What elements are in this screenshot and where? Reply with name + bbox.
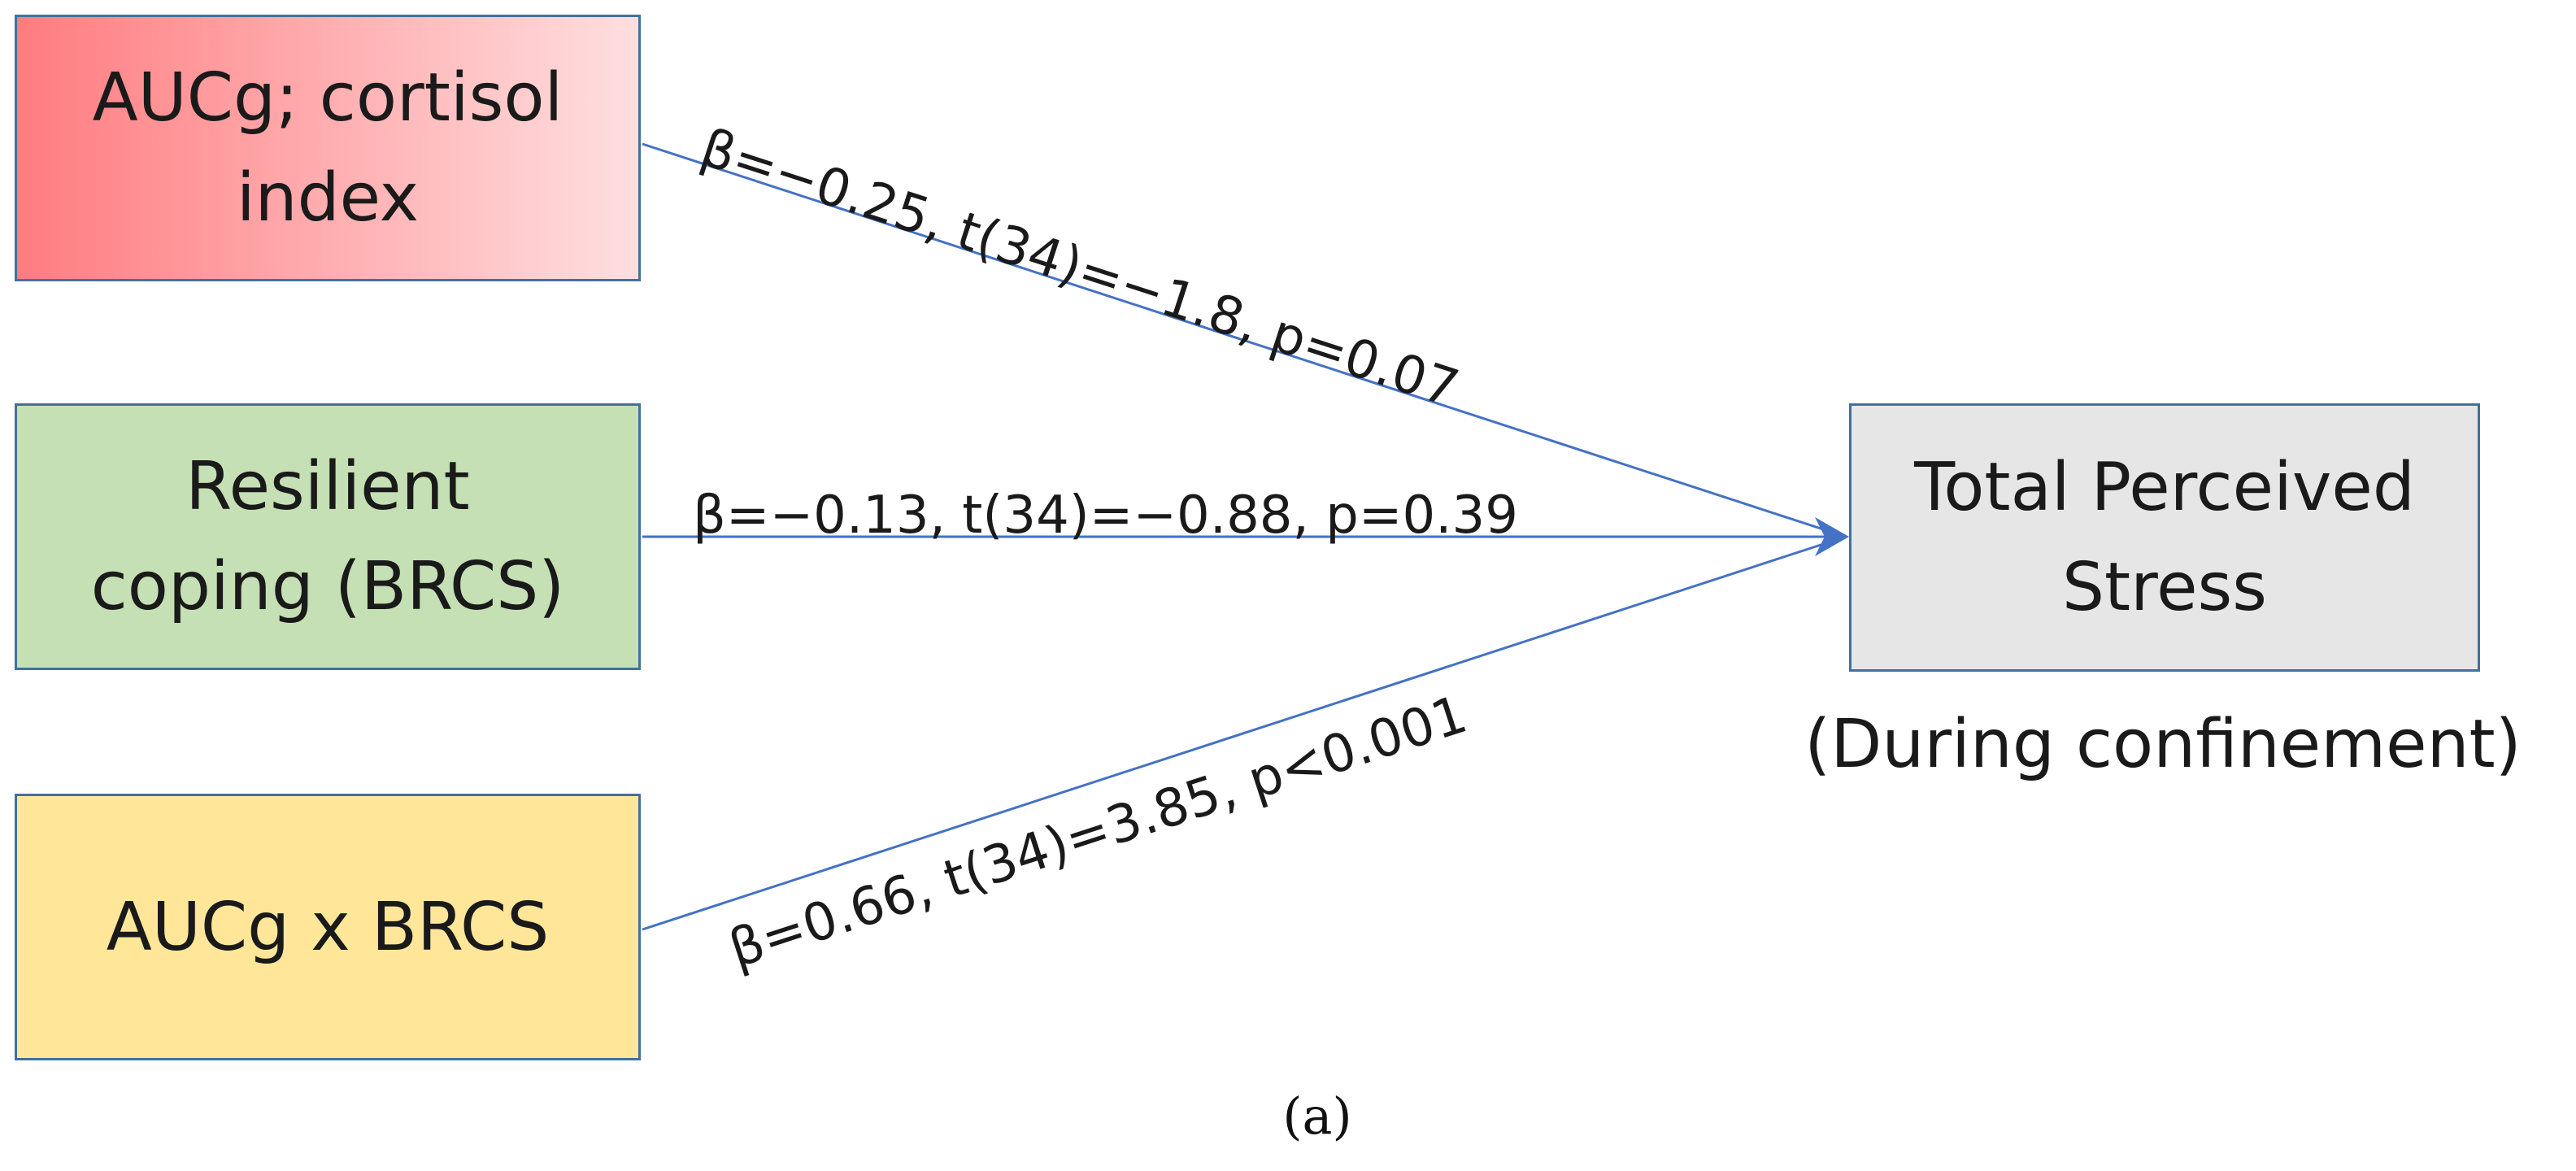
interaction-term-label: AUCg x BRCS — [106, 888, 550, 966]
cortisol-index-box: AUCg; cortisol index — [15, 15, 641, 281]
interaction-term-box: AUCg x BRCS — [15, 794, 641, 1060]
panel-label: (a) — [1282, 1086, 1352, 1146]
path-label-brcs: β=−0.13, t(34)=−0.88, p=0.39 — [693, 485, 1518, 546]
resilient-coping-box: Resilient coping (BRCS) — [15, 403, 641, 670]
path-label-interaction: β=0.66, t(34)=3.85, p<0.001 — [722, 685, 1474, 980]
path-label-cortisol: β=−0.25, t(34)=−1.8, p=0.07 — [694, 118, 1465, 420]
perceived-stress-box: Total Perceived Stress — [1849, 403, 2480, 672]
cortisol-index-label: AUCg; cortisol index — [92, 59, 564, 237]
arrow-cortisol — [642, 142, 1847, 538]
resilient-coping-label: Resilient coping (BRCS) — [90, 448, 565, 625]
perceived-stress-label: Total Perceived Stress — [1914, 449, 2415, 626]
outcome-note: (During confinement) — [1804, 706, 2522, 783]
arrow-interaction — [642, 535, 1847, 931]
arrowhead-icon — [1815, 517, 1849, 556]
